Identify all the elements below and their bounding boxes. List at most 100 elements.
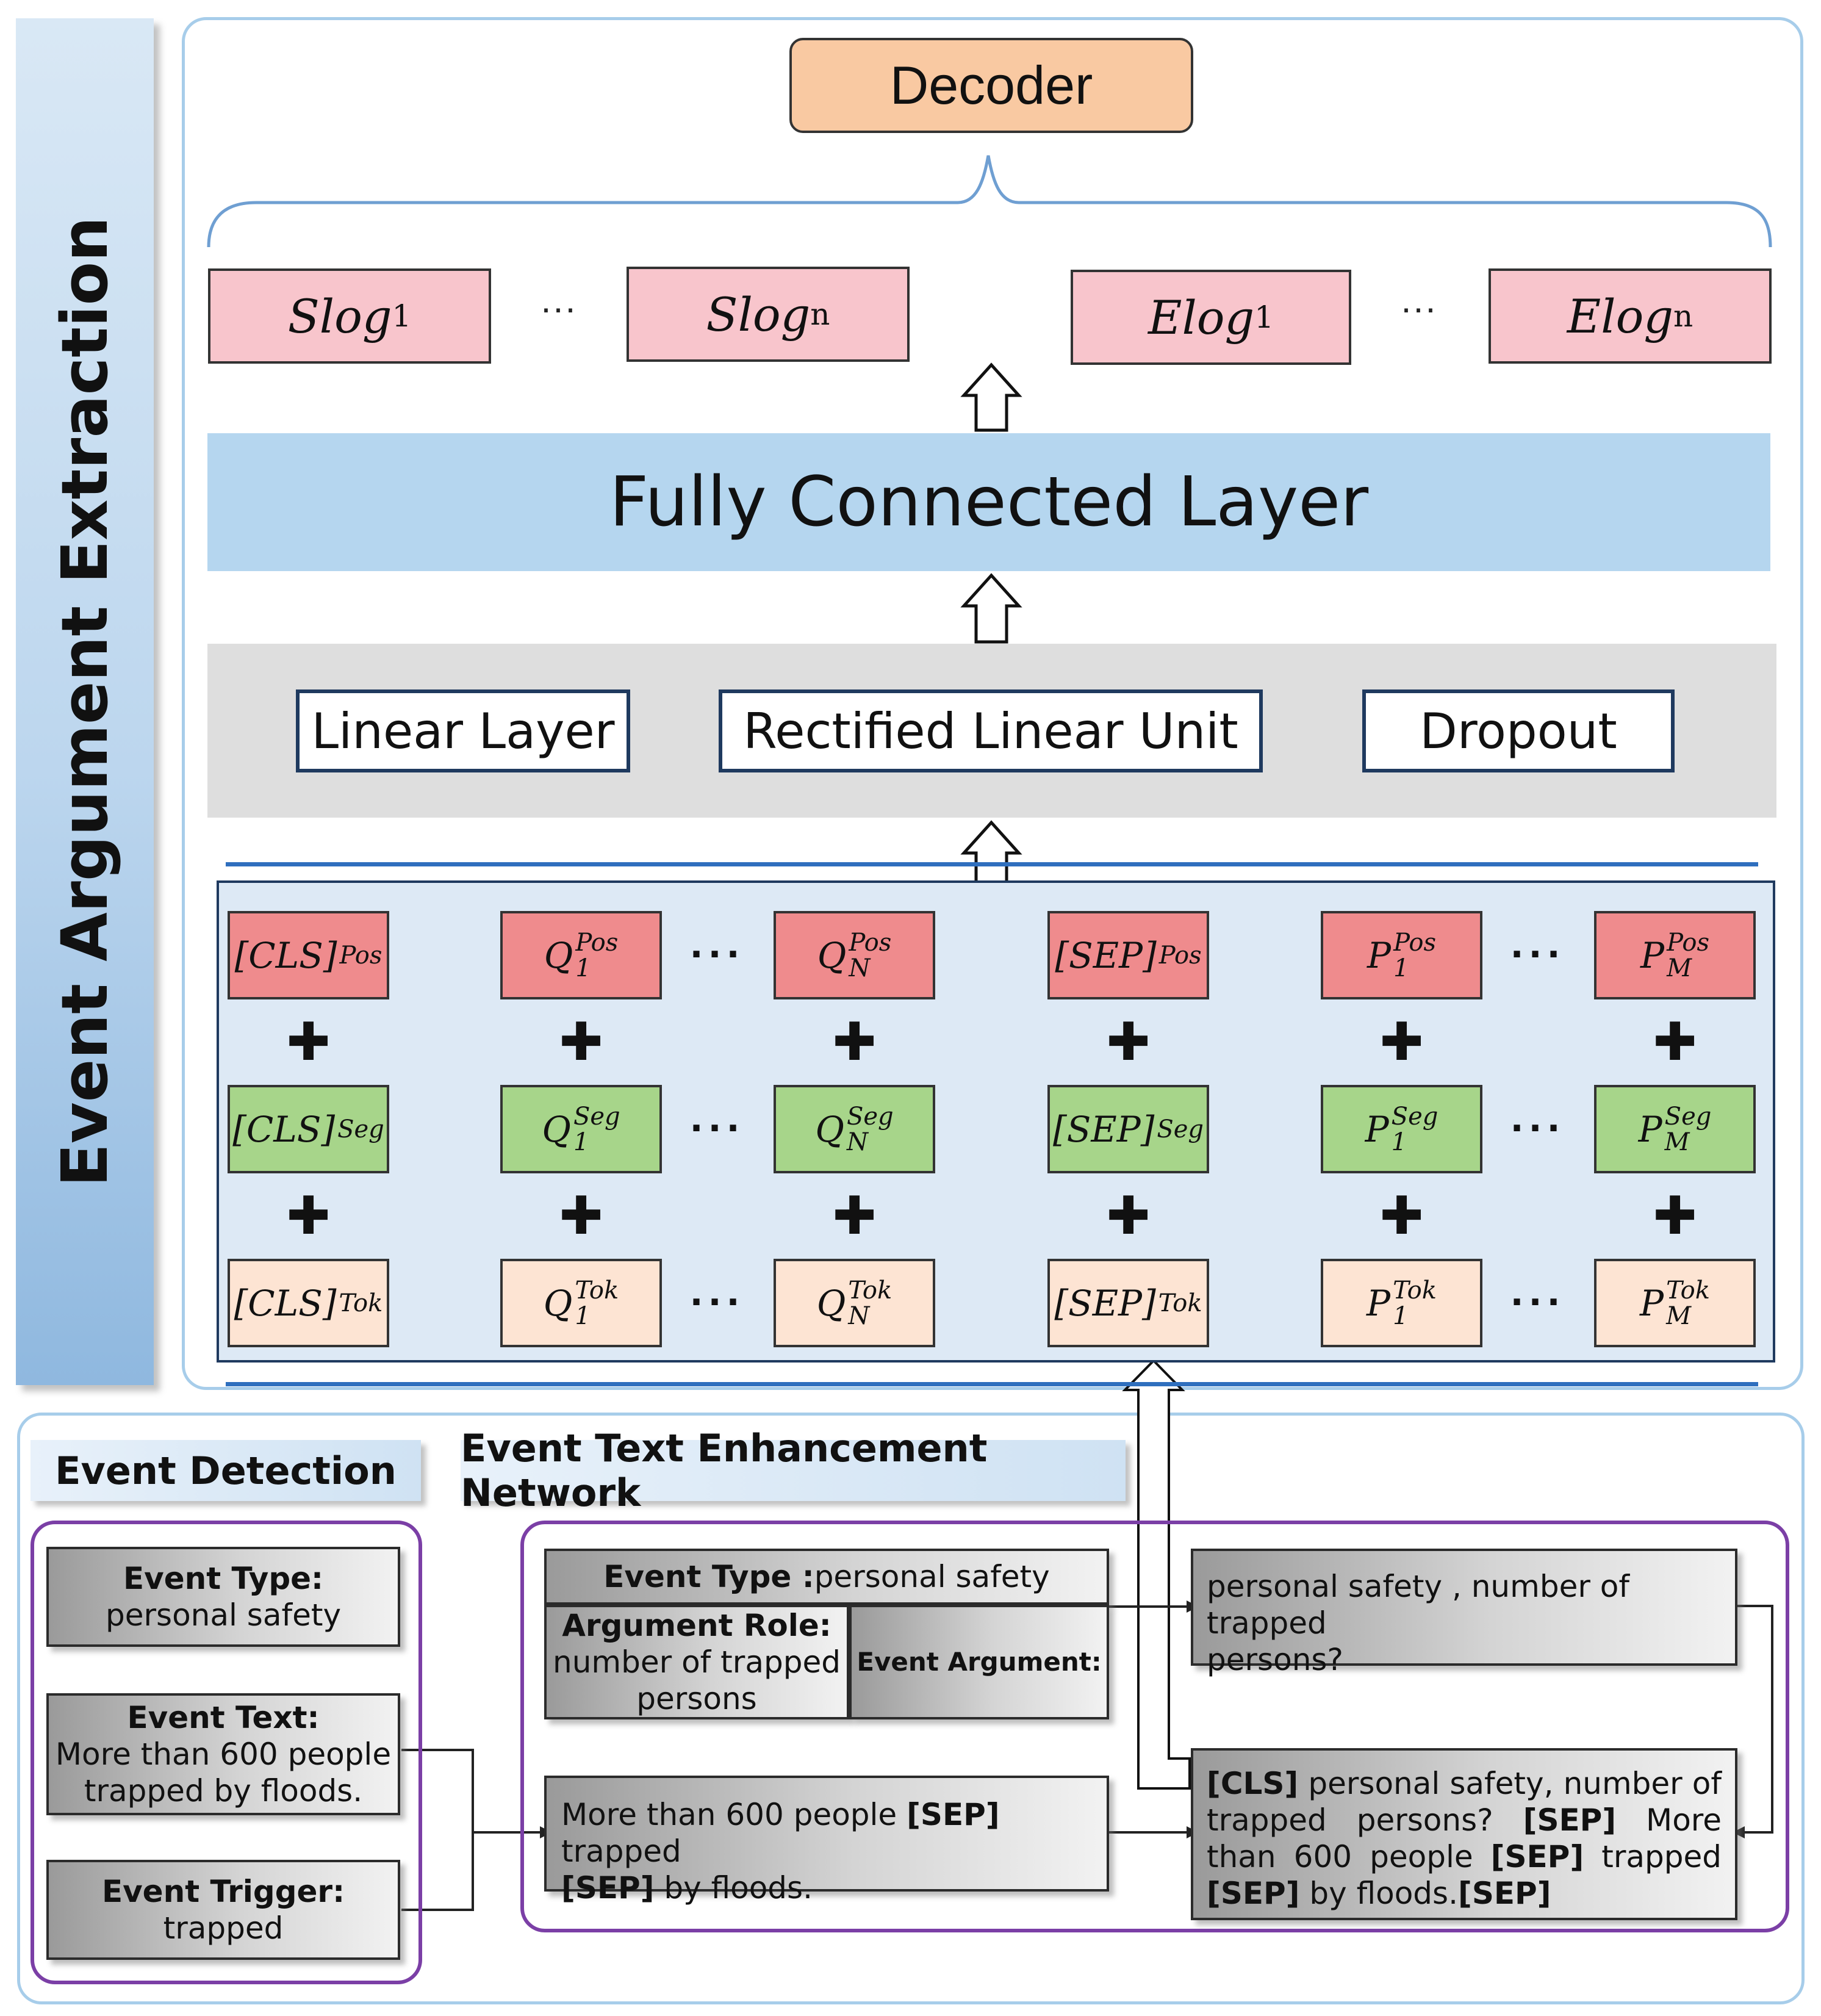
question-line-2: persons? <box>1207 1642 1343 1677</box>
combined-sep-2: [SEP] <box>1490 1839 1584 1874</box>
template-argument-cell: Event Argument: <box>849 1605 1109 1719</box>
embedding-superscript: Seg <box>1664 1102 1712 1131</box>
embedding-ellipsis: ··· <box>690 1104 745 1153</box>
arrow-to-fc <box>960 573 1022 644</box>
enhancement-group <box>520 1521 1789 1932</box>
embedding-base: Q <box>815 1108 844 1150</box>
embedding-base: Q <box>817 934 847 976</box>
template-type-value: personal safety <box>814 1559 1050 1594</box>
embedding-subscript: N <box>846 1128 868 1156</box>
plus-icon: ✚ <box>1379 1012 1424 1073</box>
fully-connected-label: Fully Connected Layer <box>609 463 1369 542</box>
embedding-subscript: 1 <box>1391 1128 1407 1156</box>
slog-n-base: Slog <box>706 287 811 342</box>
embedding-base: P <box>1367 1282 1391 1324</box>
elog-1-base: Elog <box>1148 290 1255 345</box>
flow-lines <box>401 1605 1773 1911</box>
template-type-row: Event Type : personal safety <box>544 1549 1109 1605</box>
embedding-subscript: 1 <box>575 1301 591 1330</box>
elog-n-sub: n <box>1673 298 1693 334</box>
event-text-label: Event Text: <box>127 1700 320 1735</box>
sidebar-banner <box>16 18 154 1385</box>
embedding-superscript: Pos <box>1393 928 1436 957</box>
event-type-label: Event Type: <box>123 1561 324 1596</box>
plus-icon: ✚ <box>1653 1012 1697 1073</box>
embedding-superscript: Tok <box>575 1276 619 1305</box>
embedding-subscript: 1 <box>1393 1301 1409 1330</box>
combined-part-1: personal safety, number of trapped perso… <box>1207 1766 1722 1838</box>
embedding-subscript: N <box>849 954 871 982</box>
embedding-base: [CLS] <box>232 1108 336 1150</box>
combined-input-box: [CLS] personal safety, number of trapped… <box>1191 1748 1737 1920</box>
event-detection-group <box>31 1521 422 1984</box>
event-trigger-label: Event Trigger: <box>101 1874 345 1909</box>
segment-embedding-0: [CLS]Seg <box>228 1085 389 1173</box>
embedding-top-rule <box>226 862 1758 866</box>
plus-icon: ✚ <box>286 1012 331 1073</box>
combined-sep-4: [SEP] <box>1458 1876 1551 1911</box>
slog-ellipsis: ··· <box>540 287 576 328</box>
event-text-box: Event Text: More than 600 people trapped… <box>46 1693 400 1815</box>
slog-1-base: Slog <box>287 289 392 344</box>
segment-embedding-3: [SEP]Seg <box>1047 1085 1209 1173</box>
embedding-base: [CLS] <box>234 1282 337 1324</box>
linear-layer-label: Linear Layer <box>311 702 615 760</box>
embedding-superscript: Pos <box>575 928 619 957</box>
combined-sep-1: [SEP] <box>1523 1802 1617 1838</box>
embedding-superscript: Seg <box>573 1102 620 1131</box>
enhancement-title: Event Text Enhancement Network <box>461 1426 988 1515</box>
arrow-to-layers <box>960 820 1022 888</box>
plus-icon: ✚ <box>559 1012 603 1073</box>
template-type-label: Event Type : <box>603 1559 814 1594</box>
embedding-superscript: Seg <box>1157 1115 1204 1143</box>
marked-text-part-3: by floods. <box>654 1870 813 1906</box>
token-embedding-0: [CLS]Tok <box>228 1259 389 1347</box>
elog-1-sub: 1 <box>1254 300 1274 335</box>
dropout-box: Dropout <box>1362 689 1675 772</box>
embedding-base: P <box>1365 1108 1389 1150</box>
embedding-base: [CLS] <box>234 934 337 976</box>
combined-sep-3: [SEP] <box>1207 1876 1300 1911</box>
marked-text-part-2: trapped <box>561 1834 681 1869</box>
template-role-value-2: persons <box>636 1681 757 1716</box>
event-detection-tag: Event Detection <box>31 1440 421 1501</box>
embedding-superscript: Pos <box>1158 941 1202 970</box>
elog-n-base: Elog <box>1567 289 1673 344</box>
embedding-base: P <box>1367 934 1392 976</box>
embedding-superscript: Tok <box>1158 1289 1202 1317</box>
combined-cls: [CLS] <box>1207 1766 1299 1801</box>
embedding-superscript: Tok <box>848 1276 893 1305</box>
event-text-value-1: More than 600 people <box>55 1737 392 1772</box>
embedding-superscript: Seg <box>337 1115 384 1143</box>
decoder-label: Decoder <box>889 55 1093 115</box>
embedding-subscript: 1 <box>575 954 591 982</box>
embedding-subscript: 1 <box>1393 954 1409 982</box>
event-text-value-2: trapped by floods. <box>84 1773 363 1809</box>
embedding-superscript: Seg <box>1391 1102 1438 1131</box>
embedding-superscript: Tok <box>339 1289 383 1317</box>
embedding-superscript: Pos <box>339 941 383 970</box>
plus-icon: ✚ <box>559 1186 603 1247</box>
plus-icon: ✚ <box>1379 1186 1424 1247</box>
event-type-value: personal safety <box>105 1597 342 1633</box>
embedding-panel <box>217 880 1775 1363</box>
marked-sep-2: [SEP] <box>561 1870 655 1906</box>
embedding-ellipsis: ··· <box>690 930 745 979</box>
embedding-ellipsis: ··· <box>690 1278 745 1327</box>
fully-connected-layer: Fully Connected Layer <box>207 433 1770 571</box>
embedding-superscript: Tok <box>1393 1276 1437 1305</box>
embedding-superscript: Pos <box>1667 928 1709 957</box>
